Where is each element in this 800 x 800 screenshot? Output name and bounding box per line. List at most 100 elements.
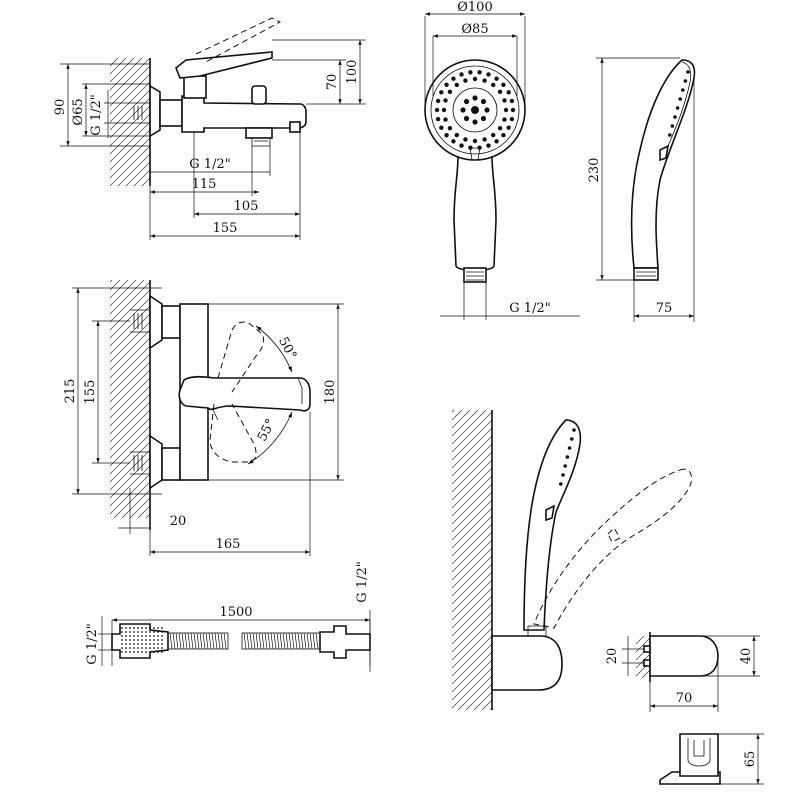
- side-nozzle: [678, 97, 682, 101]
- nozzle-dot: [472, 95, 478, 101]
- mesh-dot: [137, 635, 139, 637]
- dim-70-holder: 70: [676, 691, 693, 706]
- nozzle-dot: [482, 137, 487, 142]
- mesh-dot: [145, 635, 147, 637]
- nozzle-dot: [480, 115, 487, 122]
- dim-70: 70: [325, 74, 340, 91]
- mesh-dot: [153, 627, 155, 629]
- nozzle-dot: [451, 76, 456, 81]
- mixer-side-view: 90 Ø65 G 1/2" G 1/2" 115 105 155 70 100: [53, 17, 366, 240]
- nozzle-dot: [494, 76, 499, 81]
- mesh-dot: [121, 651, 123, 653]
- side-nozzle: [686, 70, 690, 74]
- coil-line: [294, 632, 298, 650]
- wall-hatch-2: [110, 280, 150, 348]
- coil-line: [306, 632, 310, 650]
- coil-line: [169, 632, 173, 650]
- mesh-dot: [133, 627, 135, 629]
- nozzle-dot: [439, 90, 444, 95]
- nozzle-dot: [439, 125, 444, 130]
- mesh-dot: [161, 643, 163, 645]
- coil-line: [178, 632, 182, 650]
- coil-line: [199, 632, 203, 650]
- coil-line: [261, 632, 265, 650]
- mesh-dot: [121, 635, 123, 637]
- dim-40-holder: 40: [739, 648, 754, 665]
- dim-d85: Ø85: [461, 22, 488, 37]
- shower-head-front-view: Ø100 Ø85 G 1/2": [424, 0, 580, 320]
- mesh-dot: [145, 639, 147, 641]
- mesh-dot: [149, 647, 151, 649]
- mesh-dot: [145, 647, 147, 649]
- mesh-dot: [161, 627, 163, 629]
- coil-line: [288, 632, 292, 650]
- coil-line: [202, 632, 206, 650]
- dim-g12-bottom: G 1/2": [189, 157, 230, 172]
- mesh-dot: [153, 651, 155, 653]
- center-nozzle: [471, 106, 479, 114]
- coil-line: [267, 632, 271, 650]
- dim-20-holder: 20: [605, 648, 620, 665]
- mesh-dot: [161, 631, 163, 633]
- mesh-dot: [149, 639, 151, 641]
- dim-g12-head: G 1/2": [509, 301, 550, 316]
- mesh-dot: [157, 647, 159, 649]
- mesh-dot: [153, 639, 155, 641]
- nozzle-dot: [444, 132, 449, 138]
- mesh-dot: [129, 647, 131, 649]
- coil-line: [172, 632, 176, 650]
- hose-mesh: [121, 627, 163, 653]
- holder-side-view: 20 40 70: [605, 632, 760, 712]
- hose-coils: [169, 632, 319, 650]
- side-nozzle: [681, 88, 685, 92]
- dim-g12-hose-right: G 1/2": [355, 561, 370, 602]
- nozzle-dot: [472, 138, 478, 144]
- dim-115: 115: [192, 177, 217, 192]
- wall-hatch-4: [636, 636, 650, 678]
- coil-line: [249, 632, 253, 650]
- nozzle-dot: [477, 70, 482, 75]
- nozzle-dot: [510, 107, 516, 113]
- mesh-dot: [125, 643, 127, 645]
- mesh-dot: [157, 639, 159, 641]
- nozzle-dot: [509, 98, 515, 104]
- mesh-dot: [137, 647, 139, 649]
- nozzle-dot: [459, 143, 464, 148]
- dim-105: 105: [234, 199, 259, 214]
- nozzle-dot: [472, 76, 478, 82]
- coil-line: [303, 632, 307, 650]
- coil-line: [273, 632, 277, 650]
- dim-155: 155: [213, 221, 238, 236]
- dim-230: 230: [587, 158, 602, 183]
- nozzle-dot: [506, 125, 511, 130]
- nozzle-dot: [447, 126, 453, 131]
- nozzle-dot: [491, 132, 496, 138]
- coil-line: [214, 632, 218, 650]
- nozzle-dot: [491, 82, 496, 88]
- nozzle-dot: [509, 116, 515, 122]
- installed-nozzle: [561, 473, 565, 477]
- mesh-dot: [161, 651, 163, 653]
- dim-180: 180: [323, 380, 338, 405]
- mesh-dot: [129, 639, 131, 641]
- nozzle-dot: [444, 82, 449, 88]
- coil-line: [223, 632, 227, 650]
- mesh-dot: [121, 627, 123, 629]
- mesh-dot: [137, 651, 139, 653]
- mesh-dot: [157, 643, 159, 645]
- wall-hatch-3: [452, 410, 492, 710]
- mesh-dot: [125, 647, 127, 649]
- nozzle-dot: [494, 139, 499, 144]
- nozzle-dot: [459, 72, 464, 77]
- mesh-dot: [133, 651, 135, 653]
- dim-75: 75: [656, 301, 673, 316]
- coil-line: [300, 632, 304, 650]
- coil-line: [211, 632, 215, 650]
- mesh-dot: [153, 631, 155, 633]
- side-nozzle: [673, 115, 677, 119]
- nozzle-dot: [447, 89, 453, 94]
- side-nozzle: [683, 79, 688, 83]
- nozzle-dot: [454, 132, 459, 138]
- mesh-dot: [121, 631, 123, 633]
- coil-line: [270, 632, 274, 650]
